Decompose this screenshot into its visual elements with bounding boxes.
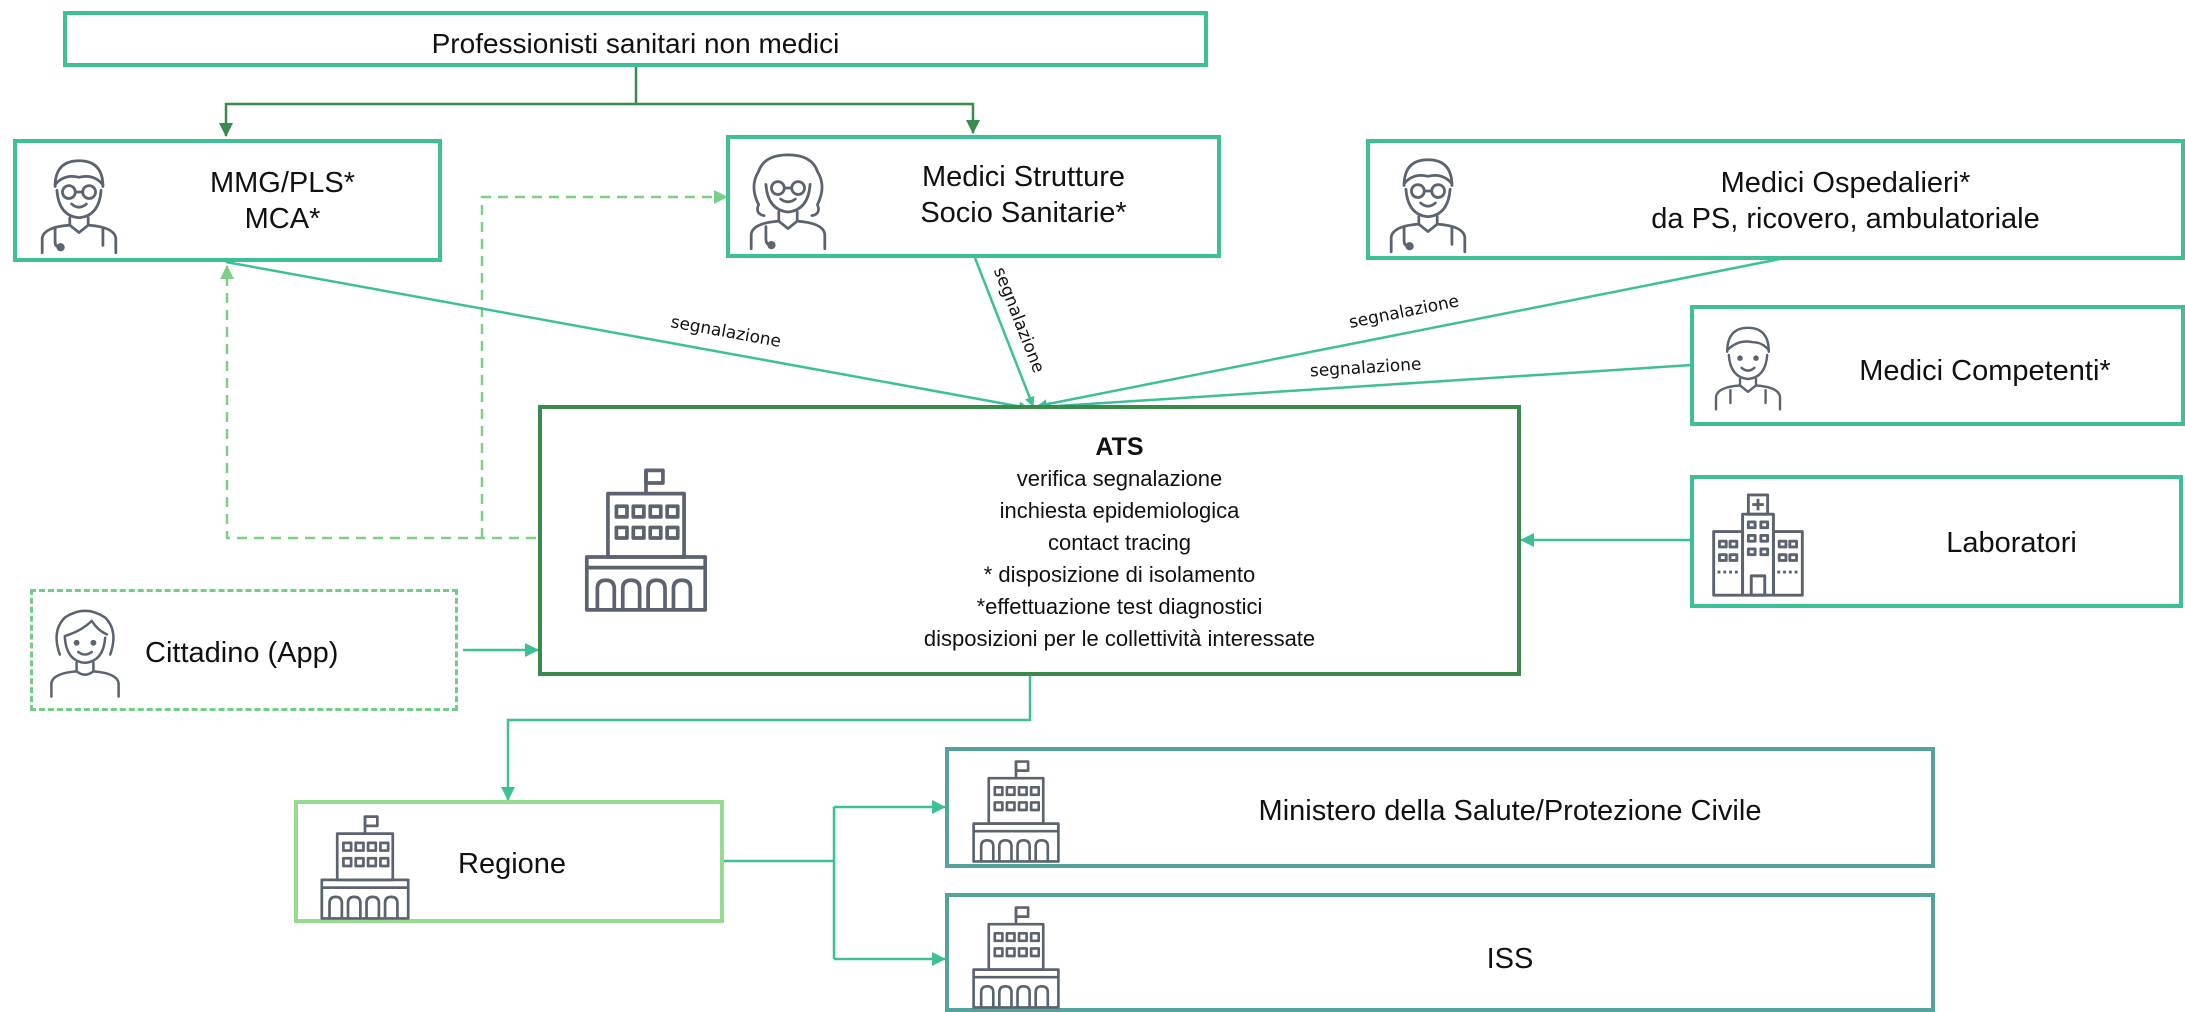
node-ministero: Ministero della Salute/Protezione Civile	[945, 747, 1935, 868]
node-competenti: Medici Competenti*	[1690, 305, 2185, 426]
node-iss: ISS	[945, 893, 1935, 1012]
edge-ats-feedback	[220, 190, 728, 540]
regione-label: Regione	[458, 848, 567, 880]
ats-item: inchiesta epidemiologica	[999, 498, 1240, 523]
strutture-line1: Medici Strutture	[921, 161, 1126, 193]
ats-item: *effettuazione test diagnostici	[976, 594, 1263, 619]
citizen-icon	[50, 609, 120, 698]
ats-item: disposizioni per le collettività interes…	[923, 626, 1316, 651]
mmg-label: MMG/PLS* MCA*	[127, 165, 438, 238]
node-ats: ATS verifica segnalazione inchiesta epid…	[538, 405, 1521, 676]
node-ospedalieri: Medici Ospedalieri* da PS, ricovero, amb…	[1366, 139, 2185, 260]
node-mmg: MMG/PLS* MCA*	[13, 139, 442, 262]
edge-label-strutture: segnalazione	[989, 265, 1048, 376]
doctor-female-icon	[749, 153, 827, 251]
ospedalieri-label: Medici Ospedalieri* da PS, ricovero, amb…	[1550, 165, 2141, 238]
mmg-line2: MCA*	[244, 203, 321, 236]
doctor-icon	[1714, 326, 1782, 411]
building-icon	[584, 468, 708, 612]
strutture-label: Medici Strutture Socio Sanitarie*	[850, 159, 1197, 232]
edge-label-competenti: segnalazione	[1309, 355, 1422, 382]
node-professionisti: Professionisti sanitari non medici	[63, 11, 1208, 67]
edge-segnalazioni	[225, 257, 1781, 412]
laboratori-label: Laboratori	[1946, 527, 2077, 559]
cittadino-label: Cittadino (App)	[145, 637, 339, 669]
building-icon	[972, 906, 1060, 1009]
edge-professionisti-split	[219, 66, 980, 137]
ats-item: verifica segnalazione	[1016, 466, 1223, 491]
ats-item: * disposizione di isolamento	[983, 562, 1256, 587]
node-strutture: Medici Strutture Socio Sanitarie*	[726, 135, 1221, 258]
node-cittadino: Cittadino (App)	[30, 589, 458, 711]
ospedalieri-line1: Medici Ospedalieri*	[1720, 167, 1971, 199]
iss-label: ISS	[1486, 943, 1534, 975]
hospital-icon	[1712, 493, 1804, 597]
ats-content: ATS verifica segnalazione inchiesta epid…	[732, 431, 1507, 655]
node-regione: Regione	[294, 800, 724, 923]
ospedalieri-line2: da PS, ricovero, ambulatoriale	[1651, 203, 2040, 236]
doctor-icon	[40, 159, 118, 255]
ats-item: contact tracing	[1047, 530, 1192, 555]
ats-title: ATS	[1095, 433, 1144, 461]
ministero-label: Ministero della Salute/Protezione Civile	[1258, 795, 1762, 827]
node-laboratori: Laboratori	[1690, 475, 2183, 608]
building-icon	[320, 815, 410, 920]
mmg-line1: MMG/PLS*	[209, 167, 356, 199]
doctor-icon	[1389, 158, 1467, 254]
competenti-label: Medici Competenti*	[1859, 355, 2111, 387]
building-icon	[972, 760, 1060, 863]
edge-ats-regione	[501, 674, 1032, 801]
professionisti-label: Professionisti sanitari non medici	[431, 28, 840, 59]
strutture-line2: Socio Sanitarie*	[920, 197, 1127, 230]
edge-regione-split	[722, 800, 946, 966]
